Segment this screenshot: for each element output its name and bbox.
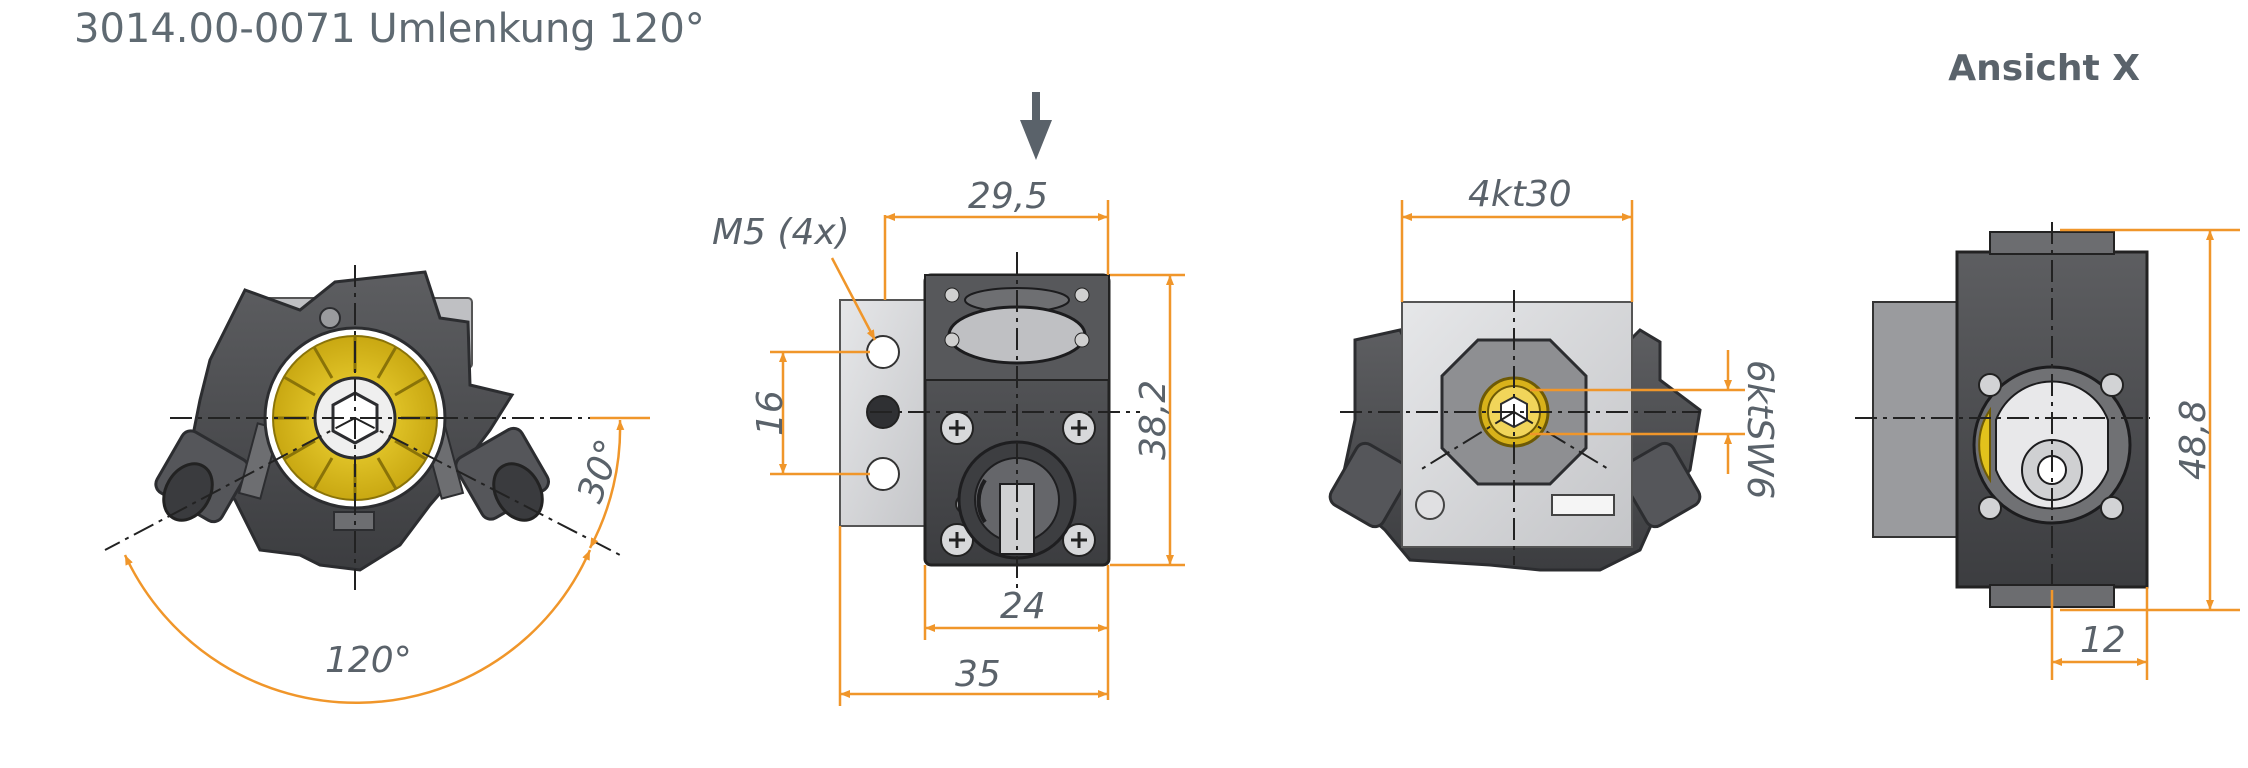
width-24-label: 24 — [1000, 586, 1046, 627]
angle-dimensions — [123, 416, 650, 705]
view-1-front: 120° 30° — [104, 265, 650, 705]
angle-120-label: 120° — [325, 640, 412, 681]
view-2-side: 29,5 M5 (4x) 38,2 16 24 35 — [712, 92, 1185, 706]
side-stub — [1872, 301, 1964, 538]
offset-12-label: 12 — [2080, 620, 2126, 661]
view-3-back: 4kt30 6ktSW6 — [1328, 174, 1780, 572]
screws — [940, 411, 1096, 557]
angle-30-label: 30° — [570, 434, 630, 508]
view-direction-arrow — [1020, 92, 1052, 160]
view-4-ansicht-x: 48,8 12 — [1855, 222, 2240, 680]
height-48-8-label: 48,8 — [2173, 400, 2214, 480]
square-4kt30-label: 4kt30 — [1468, 174, 1572, 215]
thread-label: M5 (4x) — [712, 212, 850, 253]
drawing-title: 3014.00-0071 Umlenkung 120° — [74, 6, 705, 52]
width-29-5-label: 29,5 — [968, 176, 1048, 217]
right-shaft — [454, 426, 550, 522]
width-35-label: 35 — [955, 654, 1001, 695]
center-lines — [104, 265, 640, 590]
pitch-16-label: 16 — [750, 390, 791, 436]
view-3-dimensions — [1400, 200, 1745, 474]
view-x-label: Ansicht X — [1948, 48, 2140, 89]
view-2-dimensions — [770, 200, 1185, 706]
hex-6ktsw6-label: 6ktSW6 — [1739, 360, 1780, 499]
left-shaft — [154, 429, 250, 524]
height-38-2-label: 38,2 — [1133, 380, 1174, 460]
view-4-dimensions — [2050, 228, 2240, 680]
